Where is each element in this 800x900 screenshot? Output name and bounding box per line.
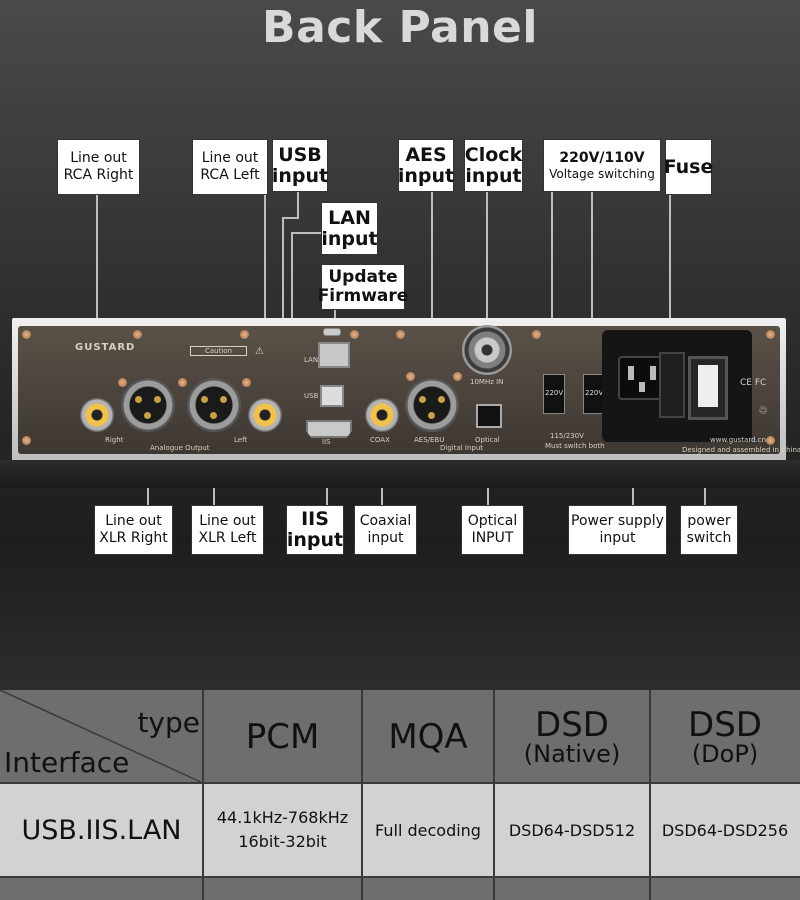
screw bbox=[22, 330, 31, 339]
rca-right-jack[interactable] bbox=[80, 398, 114, 432]
corner-type-label: type bbox=[137, 705, 200, 739]
coaxial-jack[interactable] bbox=[365, 398, 399, 432]
screw bbox=[396, 330, 405, 339]
screw bbox=[240, 330, 249, 339]
screw bbox=[350, 330, 359, 339]
cell-dsd-native: DSD64-DSD512 bbox=[508, 820, 636, 840]
clock-label: 10MHz IN bbox=[470, 378, 504, 386]
optical-label: Optical bbox=[475, 436, 500, 444]
screw bbox=[766, 436, 775, 445]
header-mqa: MQA bbox=[388, 716, 468, 757]
cell-mqa: Full decoding bbox=[375, 820, 481, 840]
header-dsd-dop: DSD (DoP) bbox=[688, 704, 762, 768]
cell-dsd-dop: DSD64-DSD256 bbox=[661, 820, 789, 840]
rca-left-jack[interactable] bbox=[248, 398, 282, 432]
iis-hdmi-port[interactable] bbox=[306, 420, 352, 438]
table-grid bbox=[0, 690, 800, 900]
header-pcm: PCM bbox=[245, 716, 320, 757]
screw bbox=[22, 436, 31, 445]
screw bbox=[118, 378, 127, 387]
lan-label: LAN bbox=[304, 356, 319, 364]
certification-marks: CE FC bbox=[740, 378, 767, 388]
optical-port[interactable] bbox=[476, 404, 502, 428]
weee-bin-icon: ♲ bbox=[758, 404, 768, 417]
screw bbox=[766, 330, 775, 339]
spec-table: type Interface PCM MQA DSD (Native) DSD … bbox=[0, 690, 800, 900]
left-label: Left bbox=[234, 436, 248, 444]
lan-port[interactable] bbox=[318, 342, 350, 368]
must-switch-label: Must switch both bbox=[545, 442, 605, 450]
firmware-usb-c-port[interactable] bbox=[323, 328, 341, 336]
analogue-output-label: Analogue Output bbox=[150, 444, 210, 452]
screw bbox=[133, 330, 142, 339]
right-label: Right bbox=[105, 436, 124, 444]
voltage-switch-1[interactable]: 220V bbox=[543, 374, 565, 414]
device-shadow-base bbox=[0, 460, 800, 488]
iis-label: IIS bbox=[322, 438, 331, 446]
fuse-holder[interactable] bbox=[659, 352, 685, 418]
caution-label: Caution bbox=[190, 346, 248, 356]
clock-bnc-input[interactable] bbox=[462, 325, 512, 375]
voltage-switch-2[interactable]: 220V bbox=[583, 374, 605, 414]
cell-pcm: 44.1kHz-768kHz 16bit-32bit bbox=[216, 808, 349, 851]
xlr-left-jack[interactable] bbox=[187, 378, 241, 432]
usb-b-port[interactable] bbox=[320, 385, 344, 407]
screw bbox=[178, 378, 187, 387]
aes-ebu-jack[interactable] bbox=[405, 378, 459, 432]
brand-logo: GUSTARD bbox=[75, 342, 136, 353]
row-interface-usb-iis-lan: USB.IIS.LAN bbox=[21, 814, 182, 846]
xlr-right-jack[interactable] bbox=[121, 378, 175, 432]
screw bbox=[532, 330, 541, 339]
screw bbox=[453, 372, 462, 381]
usb-label: USB bbox=[304, 392, 319, 400]
corner-interface-label: Interface bbox=[4, 745, 130, 779]
power-rocker-switch[interactable] bbox=[688, 356, 728, 420]
screw bbox=[406, 372, 415, 381]
website-label: www.gustard.cn bbox=[710, 436, 767, 444]
voltage-range-label: 115/230V bbox=[550, 432, 584, 440]
page-title: Back Panel bbox=[262, 2, 538, 53]
made-in-label: Designed and assembled in China bbox=[682, 446, 800, 454]
screw bbox=[242, 378, 251, 387]
coax-label: COAX bbox=[370, 436, 390, 444]
warning-icon: ⚠ bbox=[255, 346, 264, 357]
digital-input-label: Digital Input bbox=[440, 444, 484, 452]
power-supply-socket[interactable] bbox=[618, 356, 666, 400]
header-dsd-native: DSD (Native) bbox=[523, 704, 621, 768]
callout-fuse: Fuse bbox=[664, 139, 713, 195]
aes-ebu-label: AES/EBU bbox=[414, 436, 445, 444]
